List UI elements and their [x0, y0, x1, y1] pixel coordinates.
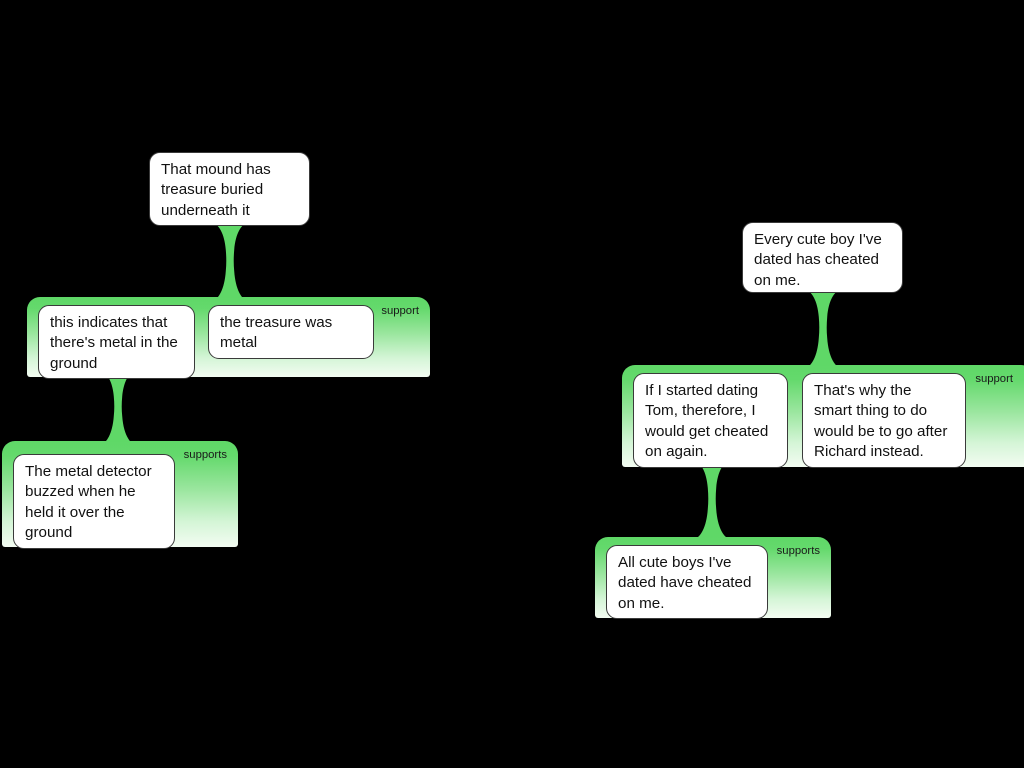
- claim-box-root-treasure[interactable]: That mound has treasure buried underneat…: [149, 152, 310, 226]
- connector-support-to-supports-treasure: [100, 372, 136, 444]
- connector-root-to-support-dating: [805, 291, 841, 367]
- supports-group-label-dating: supports: [776, 545, 820, 557]
- claim-box-treasure-premise-1[interactable]: this indicates that there's metal in the…: [38, 305, 195, 379]
- claim-box-root-dating[interactable]: Every cute boy I've dated has cheated on…: [742, 222, 903, 293]
- claim-box-treasure-premise-2[interactable]: the treasure was metal: [208, 305, 374, 359]
- claim-box-dating-evidence[interactable]: All cute boys I've dated have cheated on…: [606, 545, 768, 619]
- claim-box-dating-premise-1[interactable]: If I started dating Tom, therefore, I wo…: [633, 373, 788, 468]
- connector-root-to-support-treasure: [212, 224, 248, 300]
- supports-group-label: supports: [183, 449, 227, 461]
- support-group-label: support: [381, 305, 419, 317]
- claim-box-dating-premise-2[interactable]: That's why the smart thing to do would b…: [802, 373, 966, 468]
- support-group-label-dating: support: [975, 373, 1013, 385]
- connector-support-to-supports-dating: [694, 462, 730, 538]
- claim-box-treasure-evidence[interactable]: The metal detector buzzed when he held i…: [13, 454, 175, 549]
